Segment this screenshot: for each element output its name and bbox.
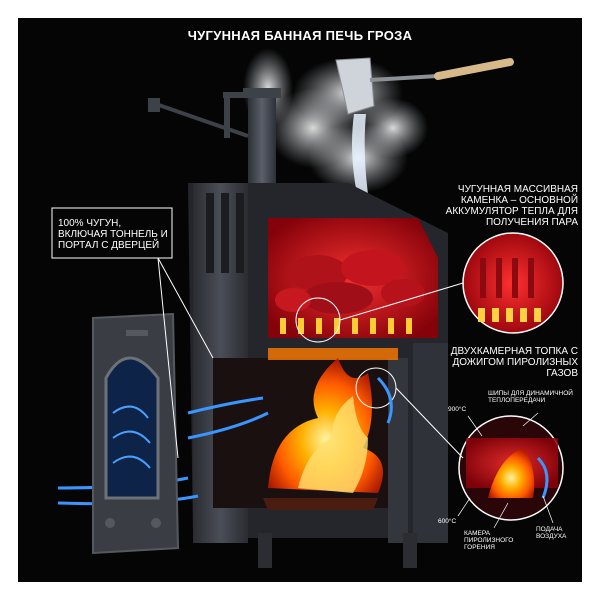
- label-temp-low: 600°С: [438, 518, 457, 525]
- label-air-supply: ПОДАЧА ВОЗДУХА: [536, 526, 567, 540]
- firebox: [57, 348, 398, 510]
- label-temp-high: 900°С: [448, 406, 467, 413]
- callout-lines: [51, 207, 214, 459]
- stone-chamber: [268, 218, 438, 343]
- detail-callout-firebox: [395, 387, 564, 529]
- stove-door: [92, 312, 180, 555]
- ladle-icon: [335, 57, 514, 208]
- label-firebox: ДВУХКАМЕРНАЯ ТОПКА С ДОЖИГОМ ПИРОЛИЗНЫХ …: [450, 346, 578, 379]
- stove-illustration: [51, 48, 564, 568]
- label-stone-box: ЧУГУННАЯ МАССИВНАЯ КАМЕНКА – ОСНОВНОЙ АК…: [445, 184, 578, 228]
- page-title: ЧУГУННАЯ БАННАЯ ПЕЧЬ ГРОЗА: [187, 28, 413, 43]
- label-cast-iron: 100% ЧУГУН, ВКЛЮЧАЯ ТОННЕЛЬ И ПОРТАЛ С Д…: [58, 218, 168, 251]
- detail-callout-spikes-top: [339, 232, 564, 334]
- product-illustration: ЧУГУННАЯ БАННАЯ ПЕЧЬ ГРОЗА: [18, 18, 582, 582]
- label-spikes: ШИПЫ ДЛЯ ДИНАМИЧНОЙ ТЕПЛОПЕРЕДАЧИ: [488, 390, 573, 404]
- label-pyrolysis: КАМЕРА ПИРОЛИЗНОГО ГОРЕНИЯ: [464, 530, 514, 551]
